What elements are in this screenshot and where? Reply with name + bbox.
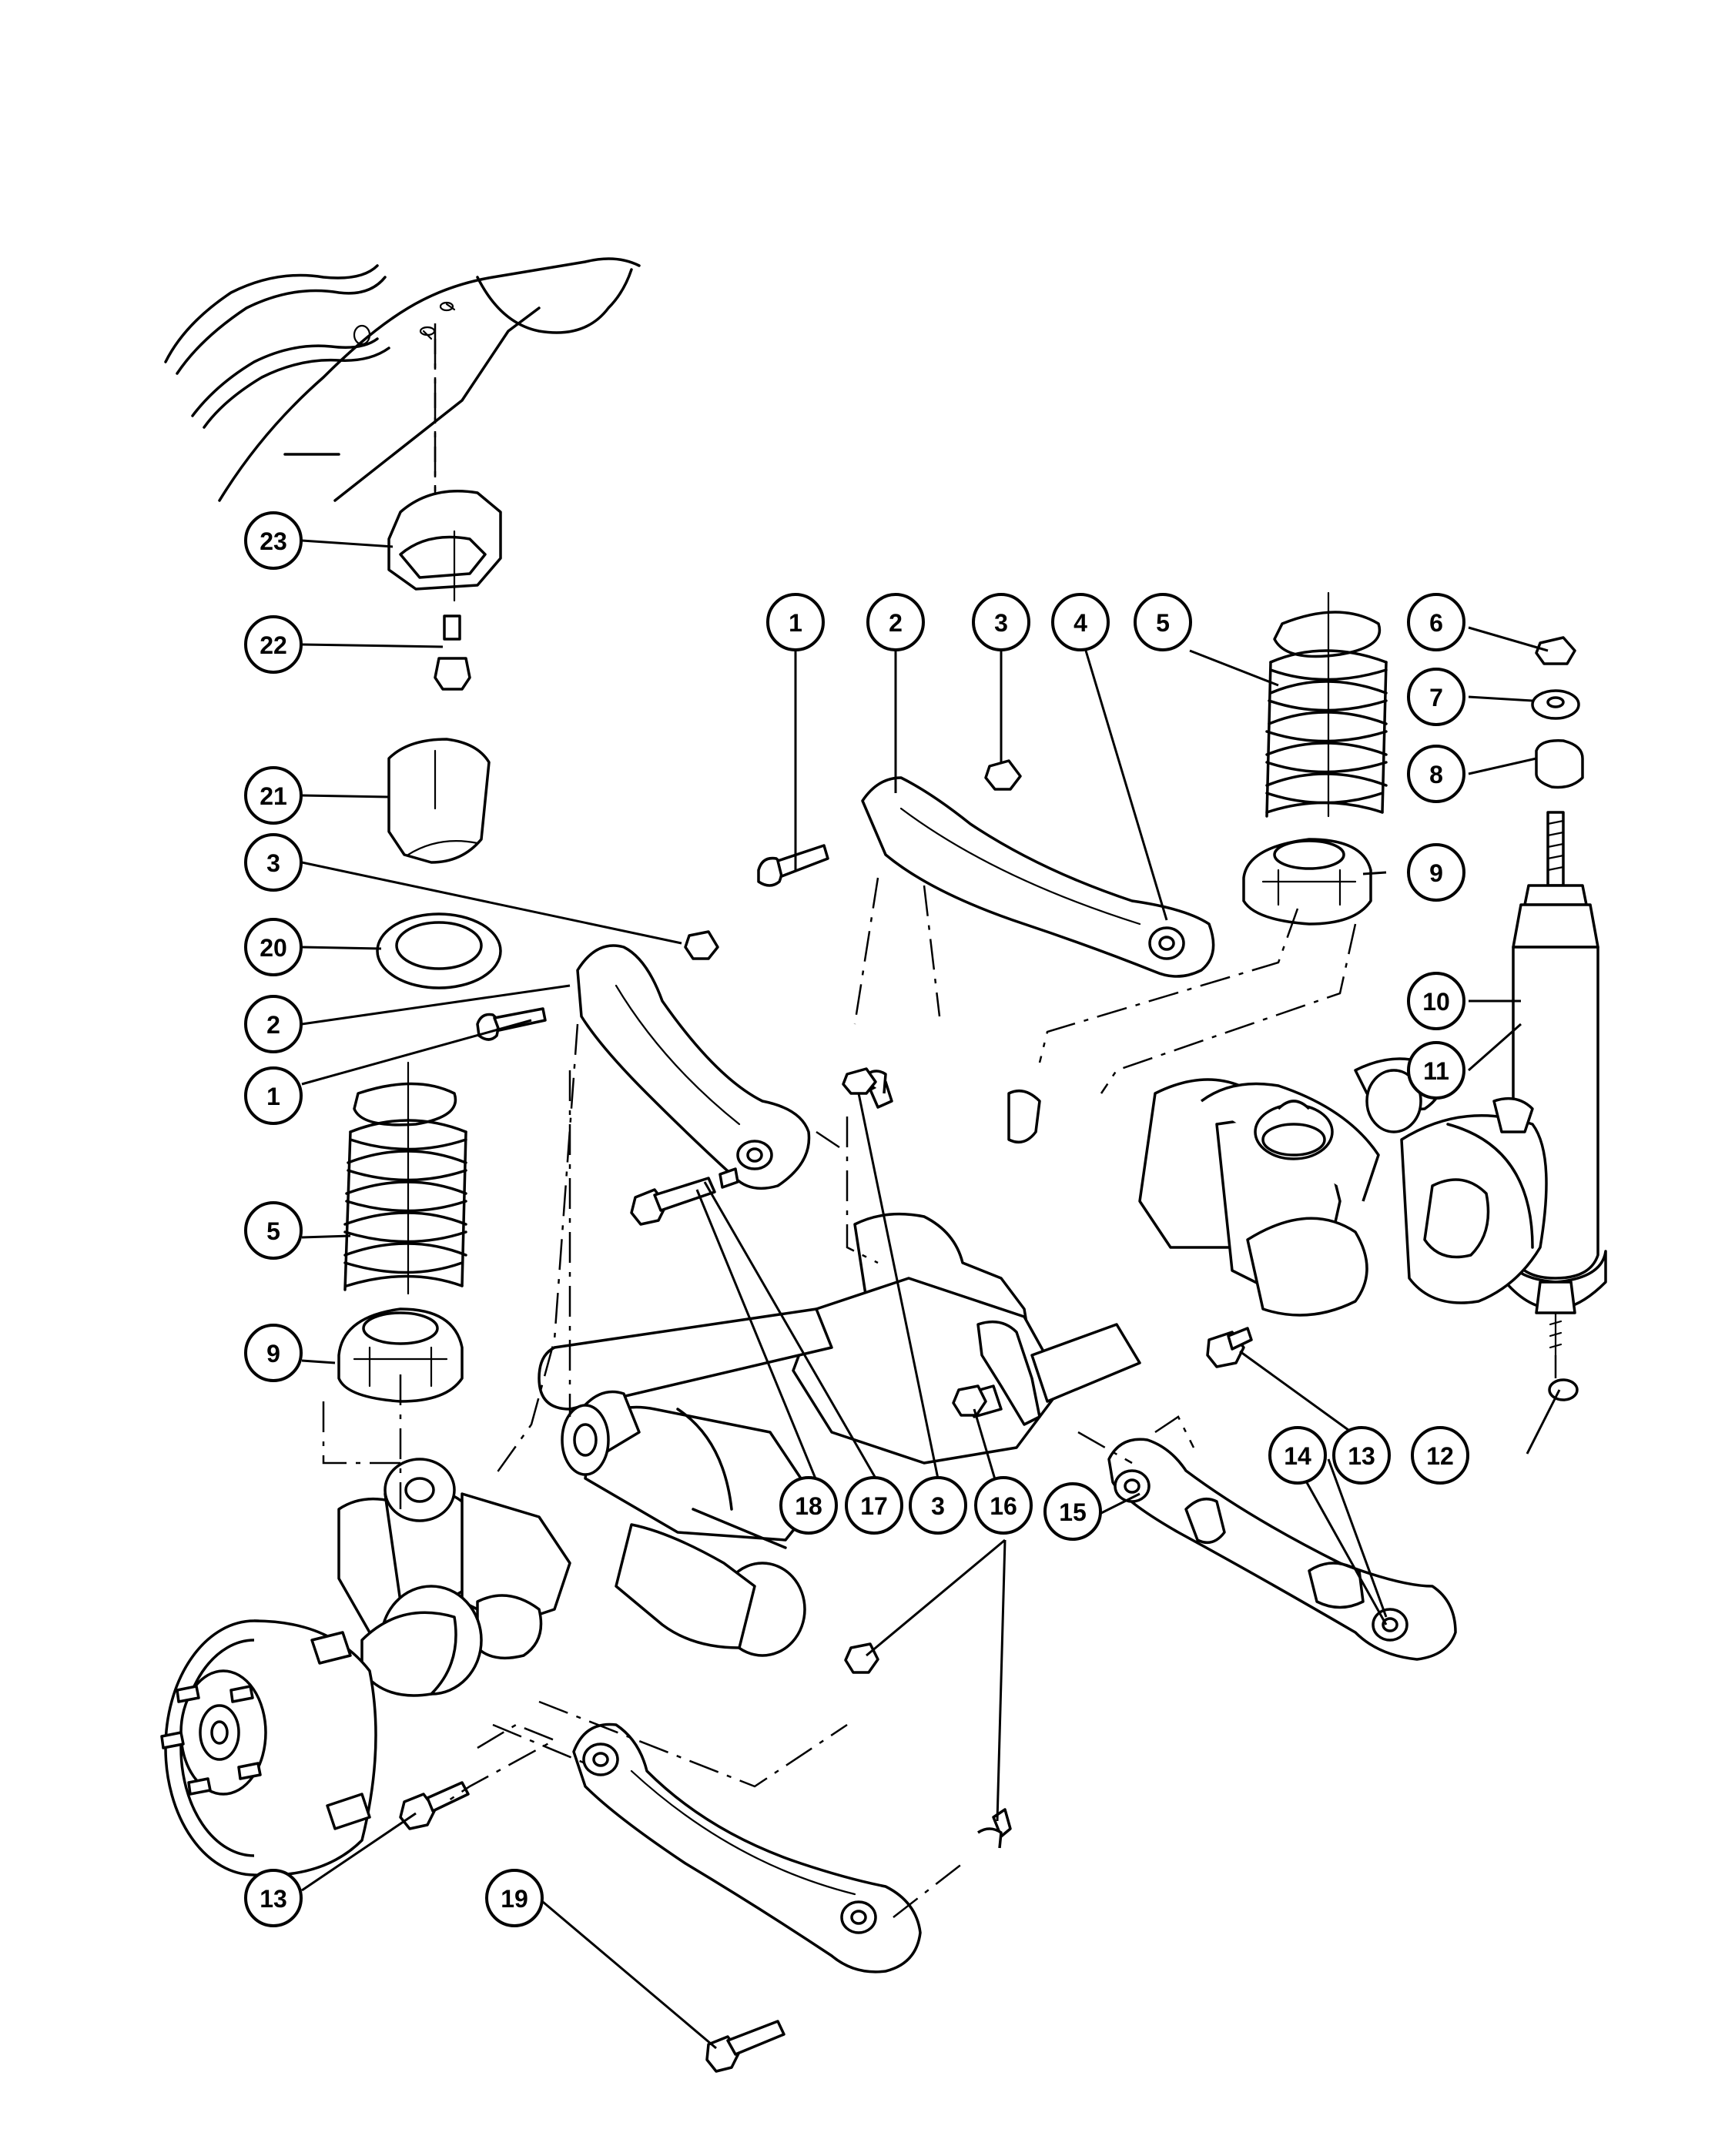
upper-control-arm-bolt-left — [476, 1007, 547, 1041]
svg-text:17: 17 — [860, 1492, 888, 1520]
nut-3-center — [842, 1067, 877, 1095]
callout-23: 23 — [244, 511, 303, 570]
svg-text:15: 15 — [1059, 1498, 1087, 1526]
svg-text:9: 9 — [266, 1340, 280, 1368]
svg-text:6: 6 — [1429, 609, 1443, 637]
callout-3a: 3 — [972, 593, 1030, 651]
svg-text:12: 12 — [1426, 1442, 1454, 1470]
callout-1a: 1 — [766, 593, 825, 651]
callout-11: 11 — [1407, 1041, 1465, 1100]
nut-16 — [952, 1384, 987, 1417]
svg-text:5: 5 — [266, 1217, 280, 1245]
svg-text:2: 2 — [266, 1011, 280, 1039]
svg-text:3: 3 — [266, 849, 280, 877]
callout-18: 18 — [779, 1476, 838, 1535]
shock-nut — [1535, 636, 1576, 665]
jounce-bumper-bolt — [434, 614, 471, 691]
svg-text:1: 1 — [266, 1083, 280, 1110]
callout-21: 21 — [244, 766, 303, 825]
callout-16: 16 — [974, 1476, 1033, 1535]
callout-22: 22 — [244, 615, 303, 674]
svg-text:7: 7 — [1429, 684, 1443, 711]
callout-7: 7 — [1407, 668, 1465, 726]
jounce-bumper-bracket — [387, 490, 502, 602]
svg-text:9: 9 — [1429, 859, 1443, 887]
svg-text:1: 1 — [789, 609, 802, 637]
callout-19: 19 — [485, 1869, 544, 1927]
callout-1b: 1 — [244, 1066, 303, 1125]
bolt-13-left — [399, 1781, 470, 1830]
callout-14: 14 — [1268, 1426, 1327, 1485]
callout-5a: 5 — [1134, 593, 1192, 651]
svg-text:23: 23 — [260, 527, 287, 555]
svg-text:16: 16 — [990, 1492, 1017, 1520]
svg-text:2: 2 — [889, 609, 903, 637]
svg-text:11: 11 — [1423, 1057, 1449, 1085]
jounce-bumper — [387, 738, 491, 864]
coil-spring-left — [343, 1061, 467, 1295]
hardware-lower-16 — [977, 1808, 1012, 1849]
svg-text:8: 8 — [1429, 761, 1443, 788]
bolt-13-right — [1206, 1327, 1253, 1368]
spring-isolator-left — [337, 1307, 464, 1403]
svg-text:13: 13 — [1348, 1442, 1375, 1470]
callout-12: 12 — [1411, 1426, 1469, 1485]
upper-control-arm-bolt-right — [757, 844, 829, 887]
svg-text:20: 20 — [260, 934, 287, 962]
callout-9b: 9 — [244, 1324, 303, 1382]
front-axle-housing — [538, 1212, 1141, 1657]
callout-3c: 3 — [909, 1476, 967, 1535]
shock-bushing — [1535, 739, 1584, 789]
callout-13b: 13 — [244, 1869, 303, 1927]
cam-17 — [718, 1167, 739, 1189]
nut-16-lower — [844, 1642, 879, 1674]
leader-lines — [301, 539, 1561, 2050]
coil-spring-right — [1265, 591, 1388, 818]
shock-lower-nut — [1548, 1378, 1579, 1401]
lower-control-arm-left — [572, 1722, 922, 1974]
lower-arm-bolt-left — [705, 2020, 785, 2073]
callout-8: 8 — [1407, 745, 1465, 803]
callout-3b: 3 — [244, 833, 303, 892]
spring-isolator-right — [1242, 838, 1372, 926]
svg-text:18: 18 — [795, 1492, 822, 1520]
svg-text:19: 19 — [501, 1885, 528, 1913]
spring-isolator-upper — [376, 912, 502, 989]
bolt-18 — [630, 1177, 716, 1226]
callout-4: 4 — [1051, 593, 1110, 651]
frame-rail — [164, 257, 641, 502]
callout-17: 17 — [845, 1476, 903, 1535]
callout-5b: 5 — [244, 1201, 303, 1260]
svg-text:13: 13 — [260, 1885, 287, 1913]
callout-13a: 13 — [1332, 1426, 1391, 1485]
svg-text:22: 22 — [260, 631, 287, 659]
svg-text:10: 10 — [1422, 988, 1450, 1016]
shock-washer — [1531, 689, 1580, 720]
svg-text:14: 14 — [1284, 1442, 1311, 1470]
callout-6: 6 — [1407, 593, 1465, 651]
upper-control-arm-right — [861, 776, 1215, 978]
axle-right-knuckle-hub — [1007, 1057, 1548, 1317]
callout-2b: 2 — [244, 995, 303, 1053]
assembly-center-lines — [322, 323, 1557, 1918]
svg-text:4: 4 — [1074, 609, 1087, 637]
nut-left-upper — [684, 930, 719, 960]
nut-right-upper — [984, 759, 1022, 791]
axle-left-knuckle-hub — [160, 1458, 571, 1877]
upper-control-arm-left — [576, 944, 811, 1190]
callout-20: 20 — [244, 918, 303, 976]
svg-text:5: 5 — [1156, 609, 1170, 637]
callout-15: 15 — [1043, 1482, 1102, 1541]
callouts: 1 2 3 4 5 6 7 8 9 10 11 23 22 21 3 20 2 … — [244, 511, 1469, 1927]
wheel-studs — [160, 1685, 262, 1796]
svg-text:3: 3 — [931, 1492, 945, 1520]
callout-9a: 9 — [1407, 843, 1465, 902]
callout-10: 10 — [1407, 972, 1465, 1030]
callout-2a: 2 — [866, 593, 925, 651]
svg-text:3: 3 — [994, 609, 1008, 637]
svg-text:21: 21 — [260, 782, 287, 810]
